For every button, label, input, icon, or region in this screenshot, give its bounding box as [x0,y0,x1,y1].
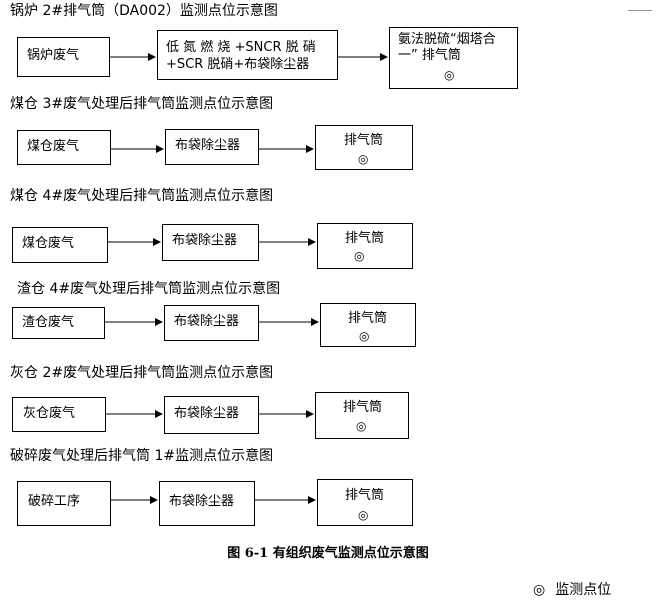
top-rule [628,10,652,11]
section-4-monitoring-point-icon: ◎ [359,329,370,343]
section-6-process-box: 布袋除尘器 [159,481,255,526]
section-5-source-label: 灰仓废气 [23,406,76,421]
section-2-title: 煤仓 3#废气处理后排气筒监测点位示意图 [10,96,274,112]
section-2-source-label: 煤仓废气 [27,139,80,154]
section-2-monitoring-point-icon: ◎ [358,152,369,166]
section-4-process-box: 布袋除尘器 [164,305,259,341]
section-4-outlet-label: 排气筒 [348,311,388,326]
section-6-title: 破碎废气处理后排气筒 1#监测点位示意图 [10,448,274,464]
section-2-outlet-label: 排气筒 [344,133,384,148]
section-4-title: 渣仓 4#废气处理后排气筒监测点位示意图 [17,281,281,297]
section-1-source-box: 锅炉废气 [17,37,110,77]
section-2-source-box: 煤仓废气 [17,130,111,165]
section-1-process-box: 低 氮 燃 烧 +SNCR 脱 硝 +SCR 脱硝+布袋除尘器 [157,30,338,80]
section-1-monitoring-point-icon: ◎ [444,68,455,82]
section-4-source-box: 渣仓废气 [12,307,105,339]
section-2-process-label: 布袋除尘器 [175,138,241,153]
section-5-outlet-box: 排气筒 ◎ [315,392,409,439]
section-6-process-label: 布袋除尘器 [169,494,235,509]
section-2-outlet-box: 排气筒 ◎ [315,125,413,170]
section-3-process-box: 布袋除尘器 [162,224,259,261]
figure-caption: 图 6-1 有组织废气监测点位示意图 [227,546,429,561]
section-4-outlet-box: 排气筒 ◎ [320,303,416,347]
section-4-source-label: 渣仓废气 [22,315,75,330]
section-1-source-label: 锅炉废气 [27,48,80,63]
section-6-monitoring-point-icon: ◎ [358,508,369,522]
section-3-monitoring-point-icon: ◎ [354,249,365,263]
section-1-outlet-label: 氨法脱硫“烟塔合一” 排气筒 [398,32,496,63]
section-5-monitoring-point-icon: ◎ [356,419,367,433]
section-1-title: 锅炉 2#排气筒（DA002）监测点位示意图 [10,3,278,19]
legend-monitoring-point-icon: ◎ [533,582,546,598]
section-5-outlet-label: 排气筒 [343,400,383,415]
section-3-source-label: 煤仓废气 [22,236,75,251]
section-3-source-box: 煤仓废气 [12,227,108,263]
section-6-source-box: 破碎工序 [17,481,111,526]
section-6-source-label: 破碎工序 [28,494,81,509]
section-2-process-box: 布袋除尘器 [165,129,259,165]
legend: ◎ 监测点位 [533,582,621,598]
section-1-outlet-box: 氨法脱硫“烟塔合一” 排气筒 ◎ [389,27,518,89]
section-6-outlet-box: 排气筒 ◎ [317,479,413,526]
section-3-process-label: 布袋除尘器 [172,233,238,248]
section-3-title: 煤仓 4#废气处理后排气筒监测点位示意图 [10,188,274,204]
section-4-process-label: 布袋除尘器 [174,314,240,329]
section-5-process-box: 布袋除尘器 [164,396,259,434]
section-1-process-label: 低 氮 燃 烧 +SNCR 脱 硝 +SCR 脱硝+布袋除尘器 [166,40,316,72]
section-5-source-box: 灰仓废气 [12,397,106,432]
section-5-title: 灰仓 2#废气处理后排气筒监测点位示意图 [10,365,274,381]
section-3-outlet-box: 排气筒 ◎ [317,223,413,269]
section-6-outlet-label: 排气筒 [345,488,385,503]
section-5-process-label: 布袋除尘器 [174,406,240,421]
section-3-outlet-label: 排气筒 [345,231,385,246]
legend-label: 监测点位 [555,582,612,598]
